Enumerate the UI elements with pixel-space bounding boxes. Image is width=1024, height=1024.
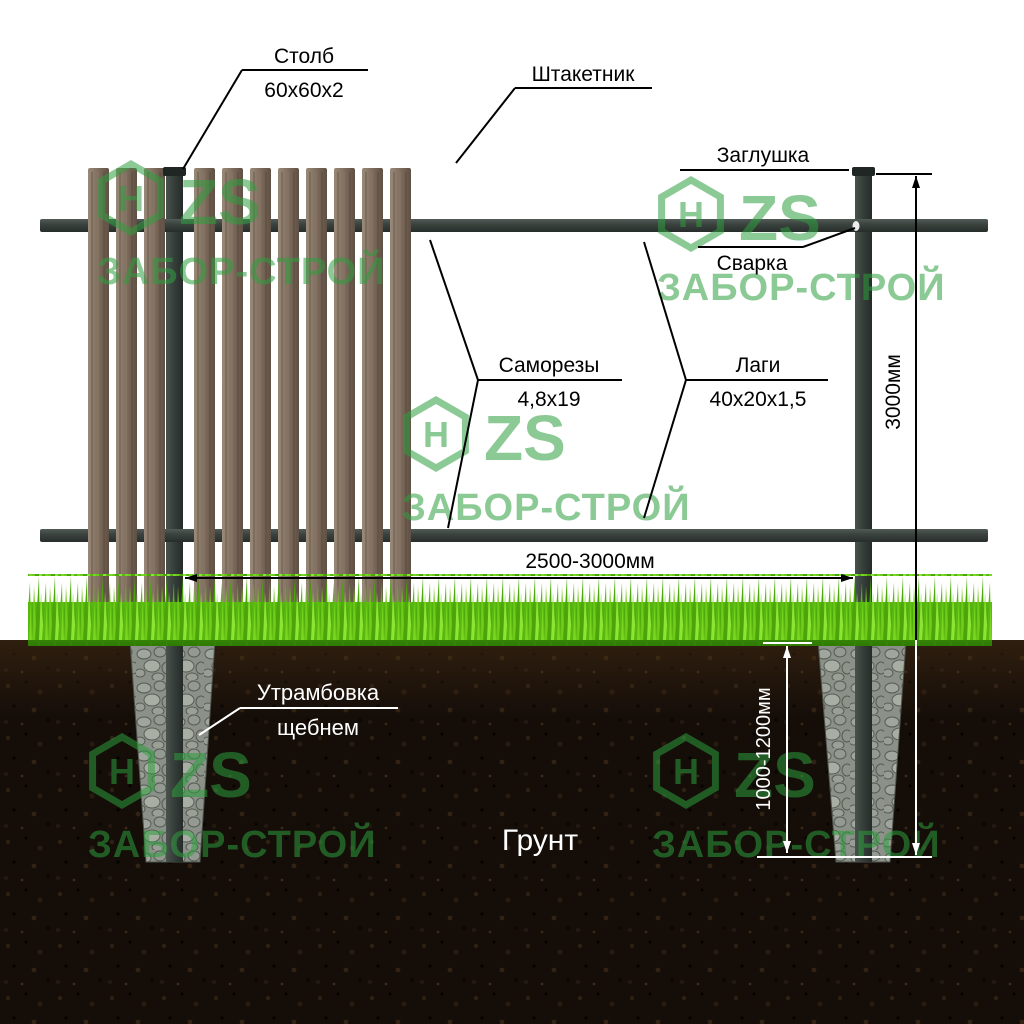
weld-label: Сварка (717, 252, 788, 275)
rails-callout (643, 241, 828, 519)
screws-label-size: 4,8х19 (517, 388, 580, 411)
screws-label-title: Саморезы (499, 354, 600, 377)
picket (333, 167, 356, 633)
screws-callout (429, 239, 622, 529)
soil-label: Грунт (502, 824, 578, 857)
fence-post-right (855, 170, 872, 862)
rails-label-title: Лаги (736, 354, 781, 377)
picket (277, 167, 300, 633)
tamping-callout (198, 707, 398, 736)
depth-dimension (757, 642, 932, 858)
post-callout (182, 69, 368, 170)
post-height-dimension-label: 3000мм (882, 354, 905, 430)
tamping-label-line2: щебнем (277, 715, 359, 740)
picket (143, 167, 166, 633)
depth-dimension-label: 1000-1200мм (753, 687, 775, 810)
picket (389, 167, 412, 633)
span-dimension (185, 574, 853, 582)
post-label-size: 60х60х2 (264, 79, 343, 102)
picket (87, 167, 110, 633)
rail-bottom (40, 529, 988, 542)
picket (115, 167, 138, 633)
post-cap-right (852, 167, 875, 176)
span-dimension-label: 2500-3000мм (525, 550, 654, 573)
cap-label: Заглушка (717, 144, 810, 167)
tamping-label-line1: Утрамбовка (257, 680, 380, 705)
picket (305, 167, 328, 633)
picket-label: Штакетник (532, 63, 636, 86)
post-height-dimension (876, 173, 932, 855)
rails-label-size: 40х20х1,5 (710, 388, 807, 411)
picket (361, 167, 384, 633)
picket-callout (455, 87, 652, 164)
grass-blades (28, 574, 992, 646)
weld-callout (698, 227, 856, 248)
fence-post-left (166, 170, 183, 862)
post-label-title: Столб (274, 45, 334, 68)
